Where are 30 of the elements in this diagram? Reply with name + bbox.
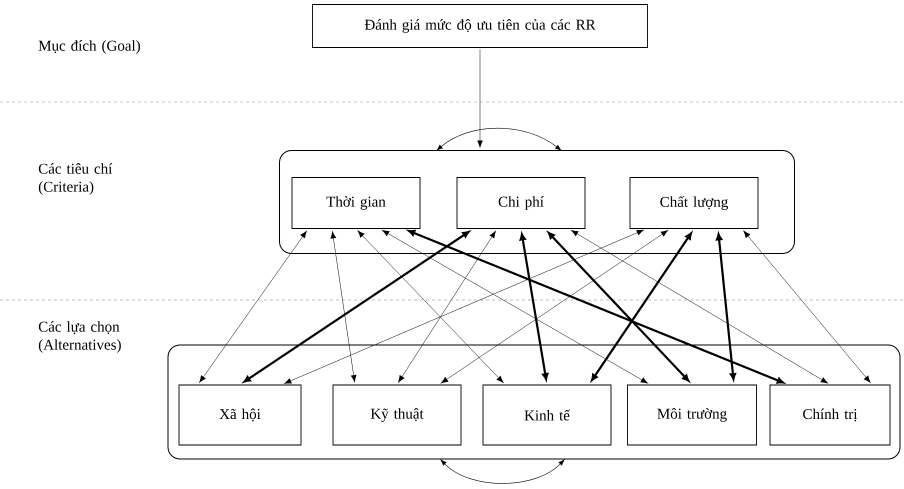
alternative-box: Kỹ thuật	[332, 384, 462, 446]
goal-box: Đánh giá mức độ ưu tiên của các RR	[312, 4, 648, 48]
arrow	[358, 230, 504, 383]
level-label: Các tiêu chí (Criteria)	[38, 163, 112, 195]
arrow	[716, 233, 736, 380]
arrow	[440, 230, 668, 384]
arrow	[408, 230, 784, 384]
alternative-box: Xã hội	[178, 384, 302, 446]
criterion-box: Chi phí	[456, 177, 586, 229]
arrow	[243, 230, 470, 383]
criterion-box: Chất lượng	[630, 177, 758, 229]
arrow	[743, 230, 871, 383]
arrow	[548, 232, 690, 382]
alternative-box: Chính trị	[770, 384, 890, 446]
arrow	[398, 230, 496, 383]
group-frame	[168, 344, 900, 460]
arrow	[330, 231, 356, 382]
level-label: Mục đích (Goal)	[38, 40, 140, 54]
arrow	[591, 232, 692, 382]
arrow	[477, 49, 483, 148]
arrow	[284, 230, 644, 384]
arrow	[199, 230, 307, 383]
arrow	[382, 230, 648, 384]
group-frame	[279, 150, 795, 254]
arrow	[570, 230, 828, 384]
arrow	[520, 233, 548, 380]
alternative-box: Môi trường	[627, 384, 757, 446]
alternative-box: Kinh tế	[482, 384, 612, 446]
criterion-box: Thời gian	[292, 177, 420, 229]
level-label: Các lựa chọn (Alternatives)	[38, 321, 121, 353]
